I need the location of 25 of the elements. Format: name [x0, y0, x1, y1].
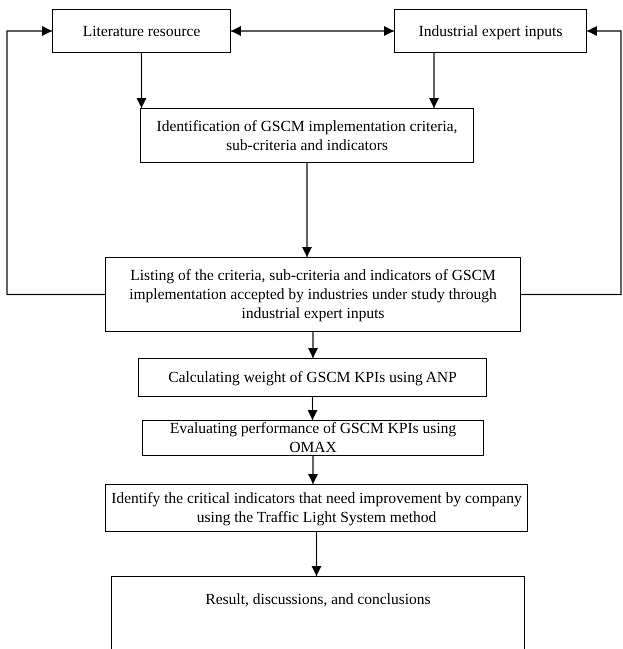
- arrow: [308, 397, 318, 420]
- arrow: [308, 456, 318, 484]
- process-box: [142, 420, 484, 456]
- step-text: Calculating weight of GSCM KPIs using ANP: [168, 368, 457, 387]
- arrow: [231, 26, 394, 36]
- process-box: [394, 9, 587, 53]
- step-text: Identify the critical indicators that need improvement by company using the Traffic Light System method: [110, 489, 523, 527]
- arrow: [6, 26, 105, 296]
- step-text: Listing of the criteria, sub-criteria and indicators of GSCM implementation accepted by industries under study through industrial expert inputs: [128, 266, 498, 323]
- arrow: [312, 532, 322, 576]
- step-text: Industrial expert inputs: [418, 22, 562, 40]
- arrow: [521, 26, 622, 296]
- step-text: Evaluating performance of GSCM KPIs using OMAX: [168, 419, 458, 457]
- arrow: [308, 332, 318, 358]
- process-box: [52, 9, 231, 53]
- step-text: Result, discussions, and conclusions: [205, 590, 431, 609]
- arrow: [429, 53, 439, 108]
- step-text: Identification of GSCM implementation criteria, sub-criteria and indicators: [156, 116, 458, 154]
- process-box: [105, 257, 521, 332]
- process-box: [138, 358, 487, 397]
- process-box: [140, 108, 474, 163]
- process-box: [111, 576, 525, 649]
- step-text: Literature resource: [82, 22, 200, 40]
- arrow: [136, 53, 146, 108]
- arrow: [302, 163, 312, 257]
